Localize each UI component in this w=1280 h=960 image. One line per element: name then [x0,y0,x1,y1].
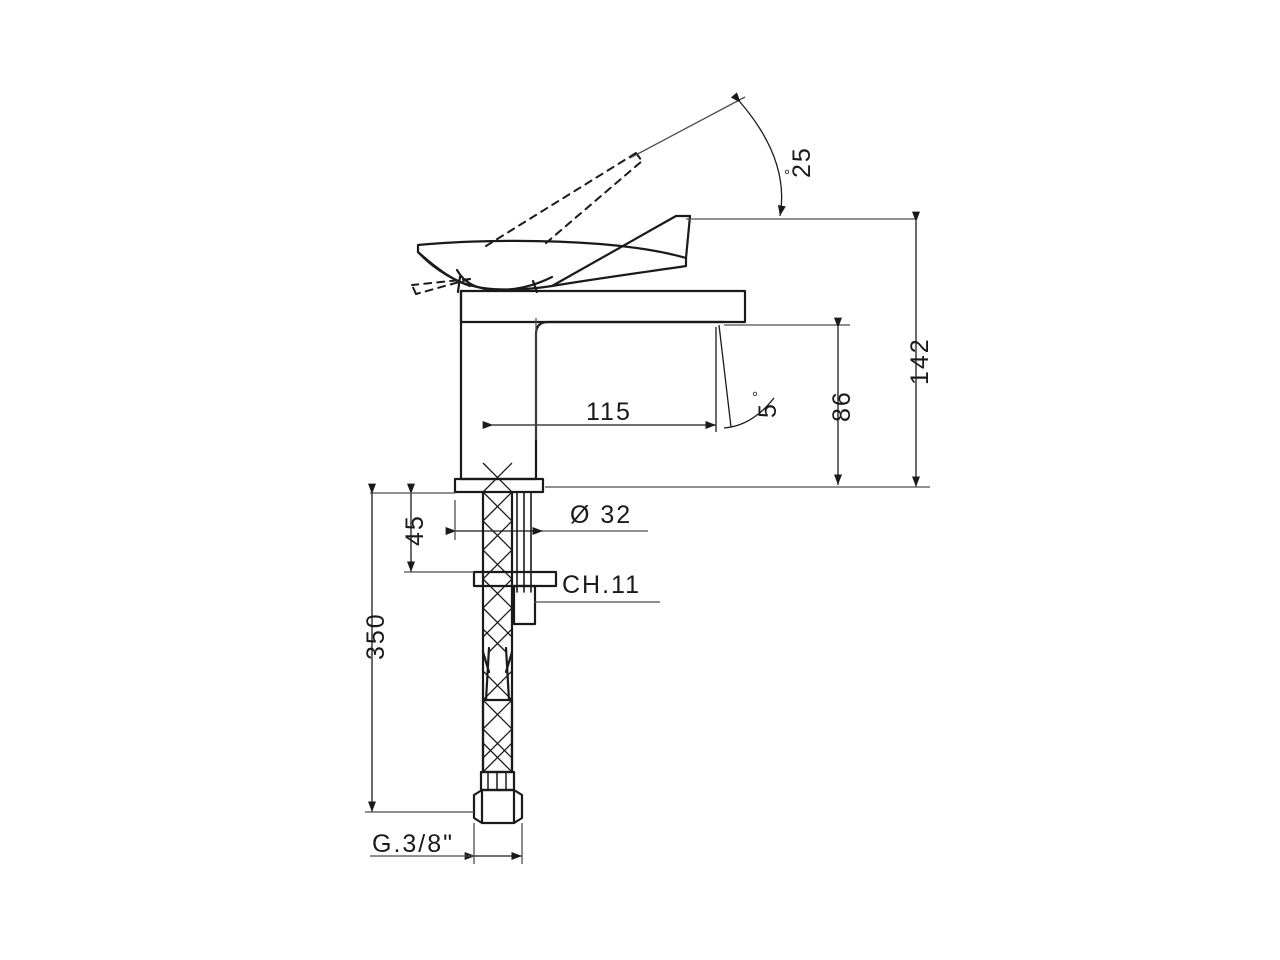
lower-braid-outline [481,698,514,774]
dimension-label-total-length: 350 [362,612,390,660]
braid-hatch-lower [482,670,513,773]
dimension-lines [365,92,930,864]
hose-thin-right [504,646,511,702]
dimension-label-spout-reach: 115 [586,398,632,426]
degree-symbol-lever-angle: ° [784,167,790,184]
inner-tube-lines [516,491,532,593]
dim-arc-5deg [723,397,775,429]
degree-symbol-outlet-angle: ° [752,389,758,406]
lever-handle-underside [416,250,472,288]
dim-leader-5deg-slant [718,324,732,428]
hose-thin-left [484,646,491,702]
hex-nut-g38 [472,788,524,825]
lever-handle-top-ridge [550,214,692,288]
dim-leader-25-upper [629,96,746,159]
ferrule-ribs [487,771,507,791]
dimension-label-lever-angle: 25 [788,146,816,178]
lever-collar-left [456,275,462,294]
dimension-label-base-diameter: Ø 32 [570,501,633,529]
dimension-label-outlet-angle: 5 [754,402,782,418]
dimension-label-spout-height: 86 [828,390,856,422]
dimension-label-overall-height: 142 [906,337,934,385]
base-escutcheon [453,477,545,494]
dimension-label-thread-length: 45 [401,514,429,546]
fixing-nut-body [512,584,537,626]
dimension-label-nut-wrench-size: CH.11 [562,571,642,599]
faucet-body-block [459,289,747,324]
faucet-body-geometry [411,152,747,825]
hex-nut-chamfer-top [480,788,516,825]
dimension-label-hose-thread: G.3/8" [372,830,455,858]
fixing-nut [472,570,558,588]
dim-arc-25 [730,92,786,217]
braid-hatch-upper [482,462,513,653]
